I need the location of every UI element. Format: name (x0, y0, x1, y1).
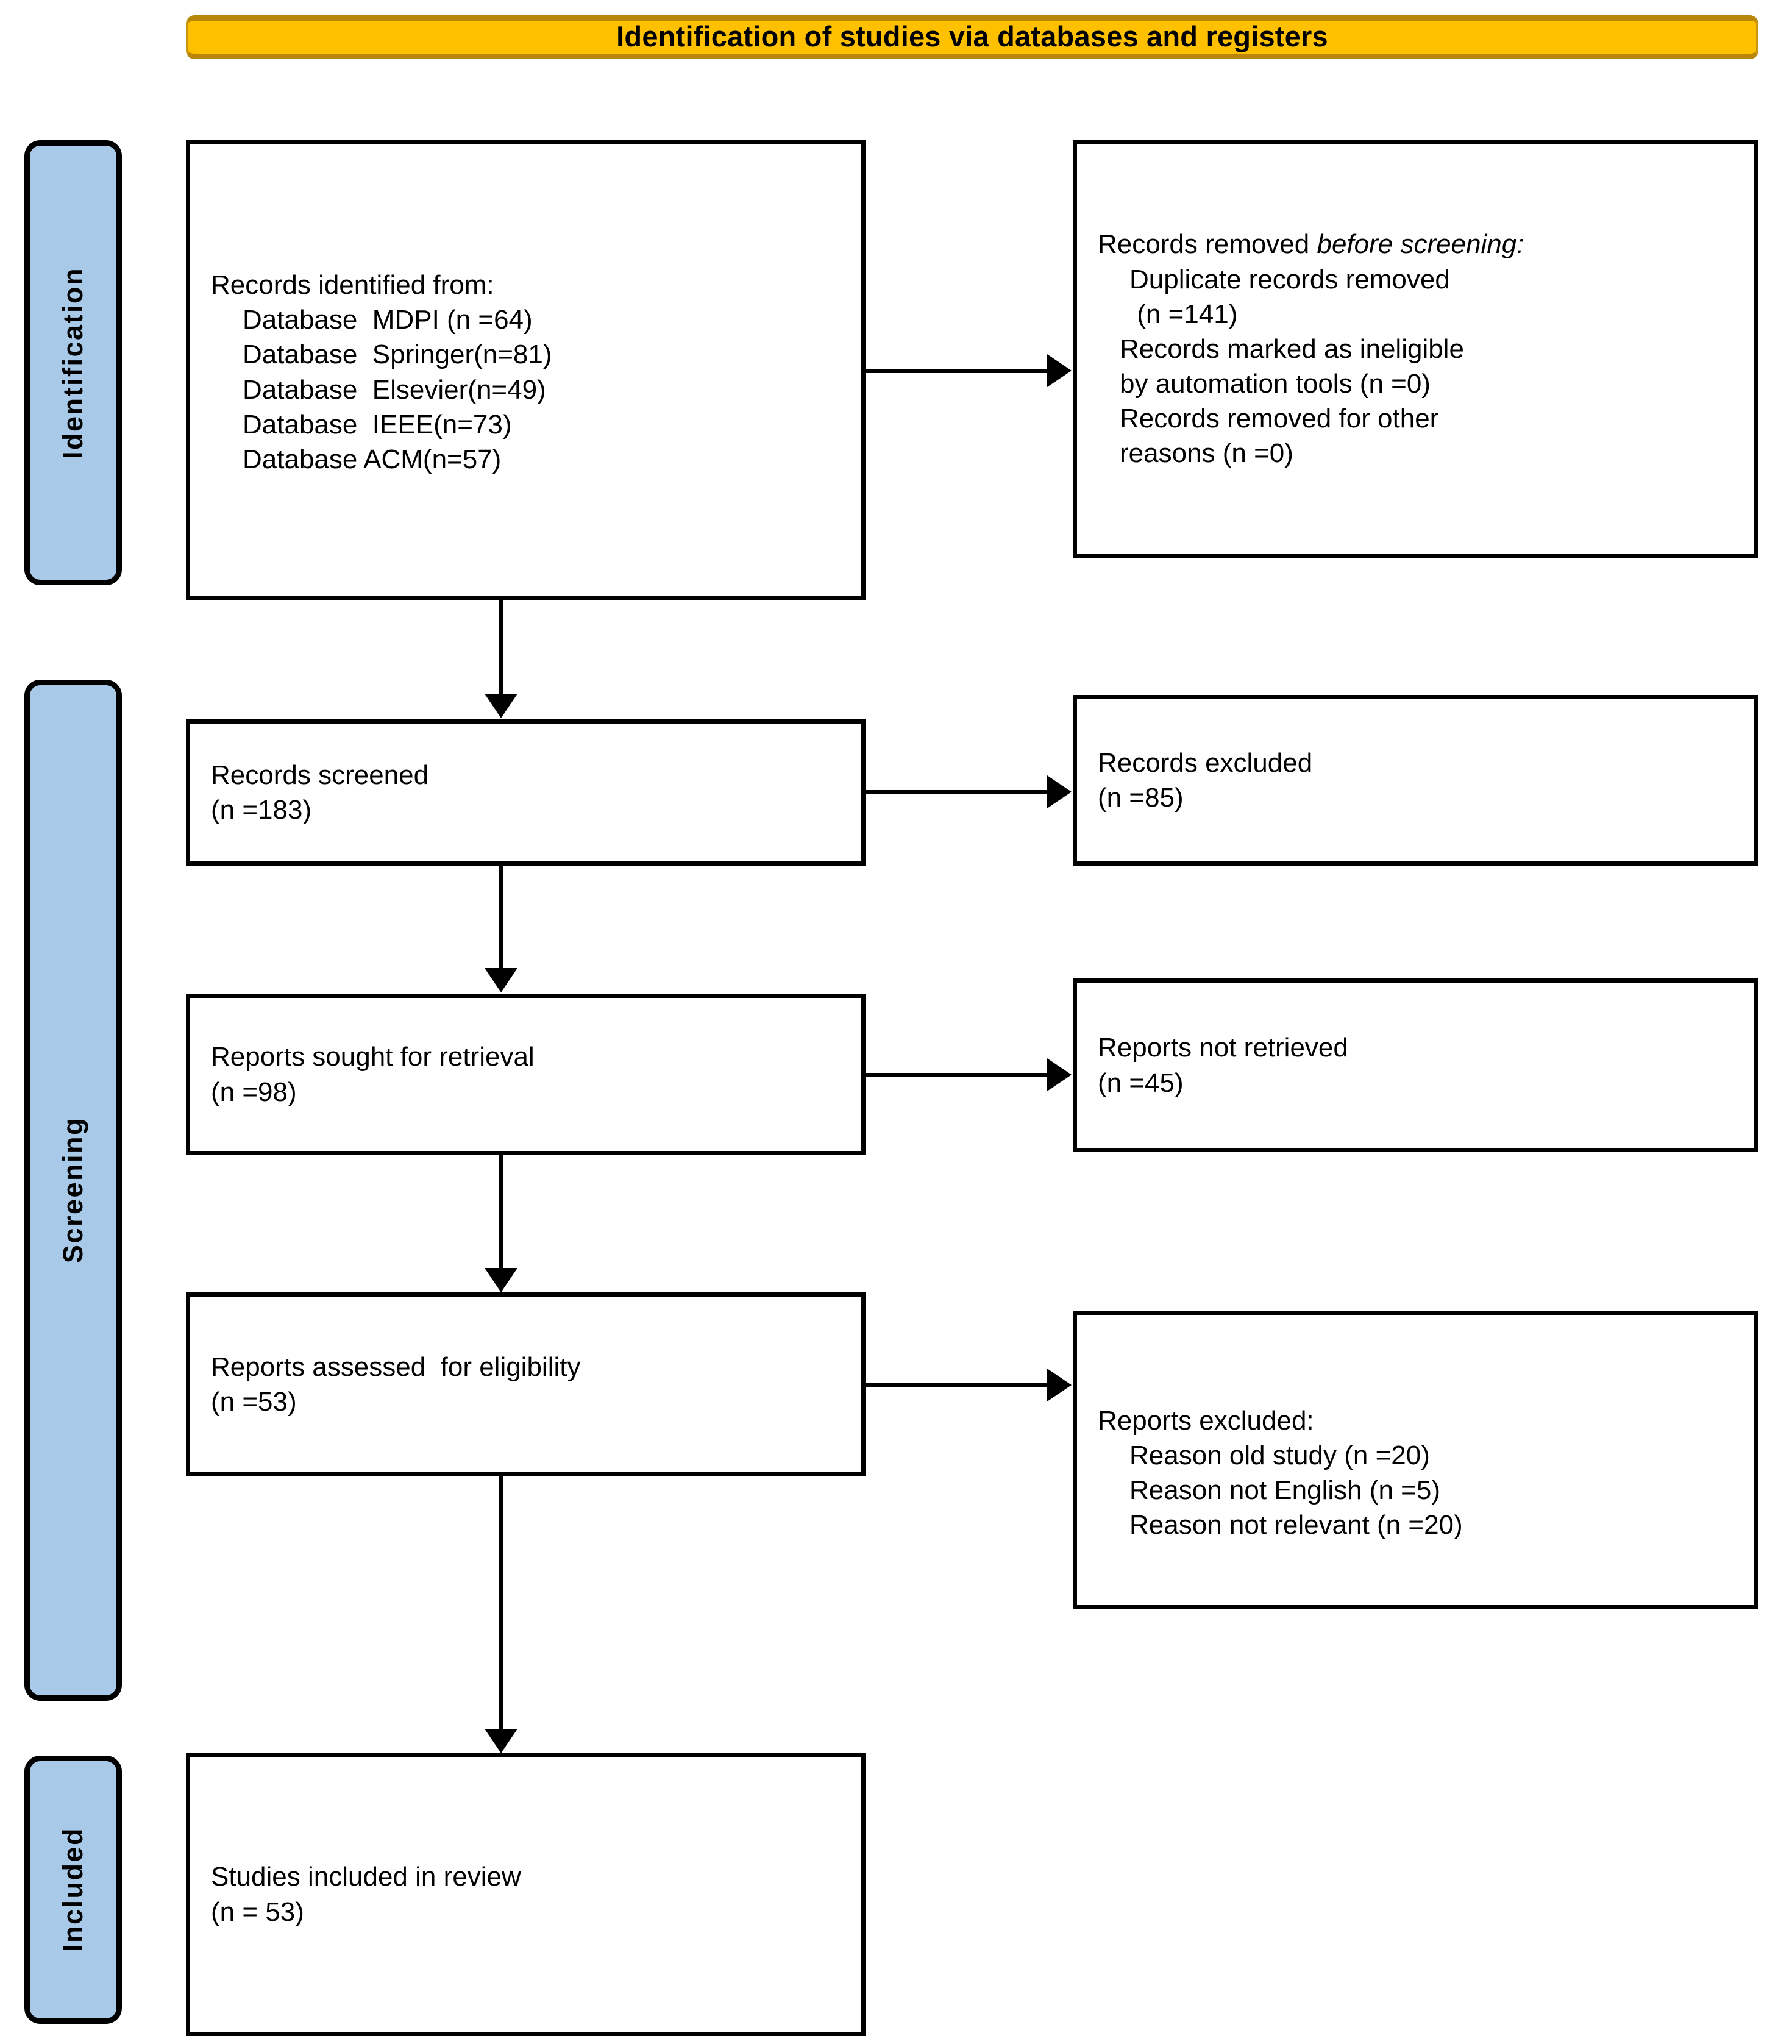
reports-assessed-line2: (n =53) (211, 1387, 297, 1417)
box-reports-assessed: Reports assessed for eligibility (n =53) (186, 1292, 866, 1476)
reports-sought-line2: (n =98) (211, 1077, 297, 1107)
connector-sought-to-notretrieved-arrow (1047, 1058, 1072, 1091)
box-records-excluded: Records excluded (n =85) (1073, 695, 1758, 866)
connector-identified-to-removed-line (866, 369, 1048, 373)
stage-label-included: Included (24, 1756, 122, 2024)
records-identified-item-4: Database ACM(n=57) (243, 444, 502, 474)
connector-assessed-to-reportsexcluded-arrow (1047, 1369, 1072, 1401)
connector-screened-to-sought-line (499, 866, 503, 969)
stage-label-identification-text: Identification (57, 266, 88, 459)
diagram-title: Identification of studies via databases … (616, 20, 1328, 52)
connector-identified-to-screened-arrow (485, 694, 517, 718)
connector-assessed-to-reportsexcluded-line (866, 1383, 1048, 1387)
box-studies-included-body: Studies included in review (n = 53) (190, 1859, 861, 1929)
reports-not-retrieved-line1: Reports not retrieved (1098, 1033, 1348, 1063)
records-screened-line2: (n =183) (211, 795, 312, 825)
records-excluded-line1: Records excluded (1098, 747, 1313, 778)
connector-identified-to-removed-arrow (1047, 354, 1072, 387)
connector-identified-to-screened-line (499, 600, 503, 695)
records-removed-item-4: Records removed for other (1120, 404, 1439, 434)
stage-label-screening-text: Screening (57, 1117, 88, 1264)
box-records-removed-body: Records removed before screening: Duplica… (1077, 227, 1754, 471)
records-identified-item-2: Database Elsevier(n=49) (243, 374, 546, 405)
reports-sought-line1: Reports sought for retrieval (211, 1042, 535, 1072)
records-removed-item-5: reasons (n =0) (1120, 438, 1293, 469)
records-screened-line1: Records screened (211, 760, 429, 790)
connector-assessed-to-included-line (499, 1476, 503, 1731)
records-identified-heading: Records identified from: (211, 269, 494, 300)
box-records-identified-body: Records identified from: Database MDPI (n… (190, 268, 861, 477)
diagram-header-banner: Identification of studies via databases … (186, 15, 1758, 59)
records-removed-heading-suffix: : (1516, 229, 1524, 260)
studies-included-line1: Studies included in review (211, 1862, 521, 1892)
box-reports-sought: Reports sought for retrieval (n =98) (186, 994, 866, 1155)
records-removed-item-1: (n =141) (1129, 299, 1238, 329)
reports-assessed-line1: Reports assessed for eligibility (211, 1351, 581, 1382)
stage-label-identification: Identification (24, 140, 122, 585)
connector-assessed-to-included-arrow (485, 1729, 517, 1753)
records-removed-heading-plain: Records removed (1098, 229, 1317, 260)
reports-excluded-item-2: Reason not relevant (n =20) (1129, 1510, 1463, 1540)
box-reports-excluded: Reports excluded: Reason old study (n =20… (1073, 1311, 1758, 1609)
box-reports-not-retrieved-body: Reports not retrieved (n =45) (1077, 1030, 1754, 1100)
records-identified-item-1: Database Springer(n=81) (243, 340, 552, 370)
studies-included-line2: (n = 53) (211, 1896, 304, 1927)
box-records-screened: Records screened (n =183) (186, 719, 866, 866)
connector-sought-to-assessed-arrow (485, 1268, 517, 1292)
records-removed-item-3: by automation tools (n =0) (1120, 369, 1431, 399)
records-removed-item-2: Records marked as ineligible (1120, 333, 1464, 364)
box-reports-not-retrieved: Reports not retrieved (n =45) (1073, 978, 1758, 1152)
stage-label-included-text: Included (57, 1827, 88, 1953)
connector-screened-to-excluded-arrow (1047, 775, 1072, 808)
reports-excluded-heading: Reports excluded: (1098, 1405, 1314, 1436)
connector-screened-to-excluded-line (866, 790, 1048, 794)
stage-label-screening: Screening (24, 680, 122, 1701)
reports-excluded-item-1: Reason not English (n =5) (1129, 1475, 1440, 1505)
box-reports-excluded-body: Reports excluded: Reason old study (n =20… (1077, 1403, 1754, 1543)
reports-not-retrieved-line2: (n =45) (1098, 1067, 1184, 1098)
records-identified-item-0: Database MDPI (n =64) (243, 305, 533, 335)
reports-excluded-item-0: Reason old study (n =20) (1129, 1440, 1430, 1470)
connector-screened-to-sought-arrow (485, 968, 517, 992)
records-excluded-line2: (n =85) (1098, 783, 1184, 813)
connector-sought-to-notretrieved-line (866, 1073, 1048, 1077)
box-records-excluded-body: Records excluded (n =85) (1077, 746, 1754, 815)
box-studies-included: Studies included in review (n = 53) (186, 1753, 866, 2036)
records-removed-heading-italic: before screening (1317, 229, 1517, 260)
box-records-screened-body: Records screened (n =183) (190, 758, 861, 827)
connector-sought-to-assessed-line (499, 1155, 503, 1270)
box-records-removed-before-screening: Records removed before screening: Duplica… (1073, 140, 1758, 558)
box-records-identified: Records identified from: Database MDPI (n… (186, 140, 866, 600)
box-reports-sought-body: Reports sought for retrieval (n =98) (190, 1039, 861, 1109)
records-removed-item-0: Duplicate records removed (1129, 264, 1450, 294)
box-reports-assessed-body: Reports assessed for eligibility (n =53) (190, 1350, 861, 1419)
records-identified-item-3: Database IEEE(n=73) (243, 409, 512, 440)
